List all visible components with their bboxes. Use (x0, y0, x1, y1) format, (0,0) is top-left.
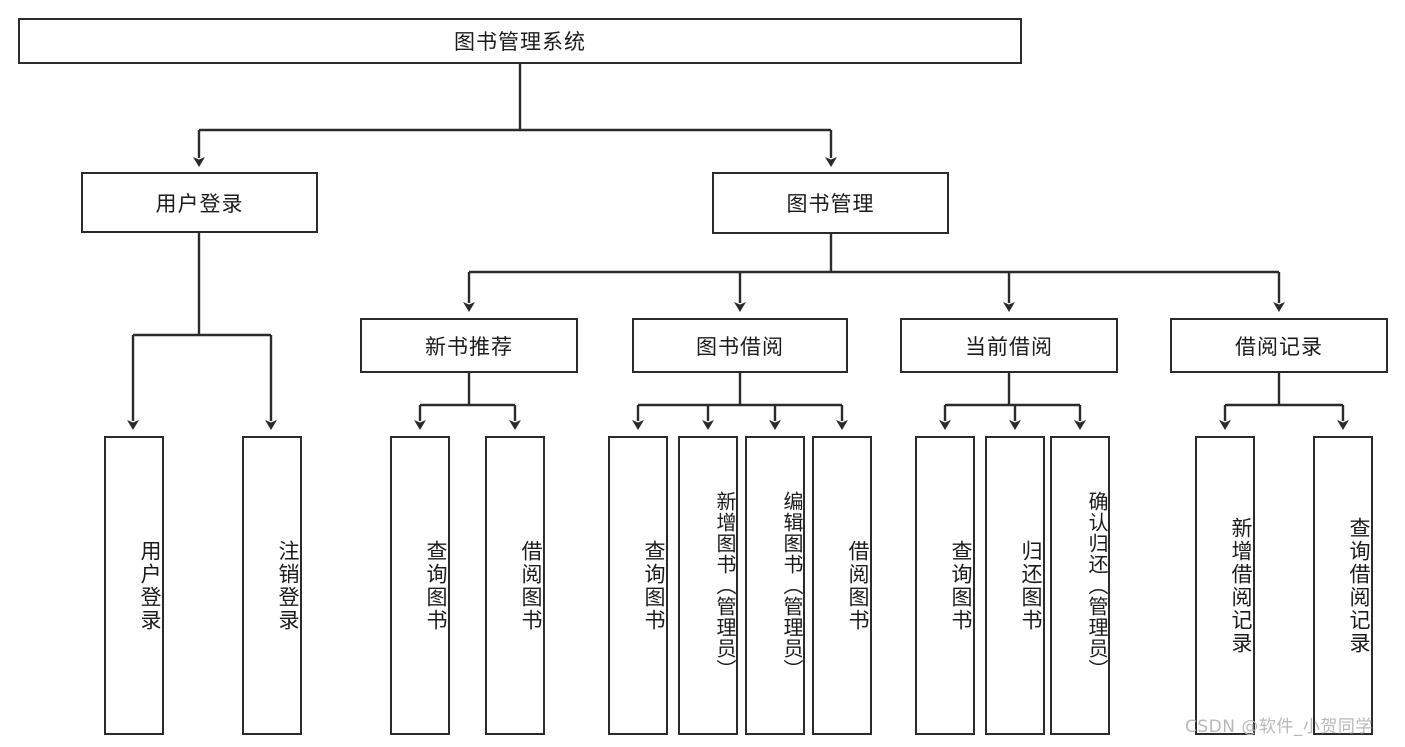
node-user-login[interactable]: 用户登录 (81, 172, 318, 233)
node-current-borrow[interactable]: 当前借阅 (900, 318, 1118, 373)
node-borrow-record[interactable]: 借阅记录 (1170, 318, 1388, 373)
leaf-edit-book-admin[interactable]: 编辑图书（管理员） (745, 436, 805, 735)
leaf-add-borrow-record[interactable]: 新增借阅记录 (1195, 436, 1255, 735)
leaf-add-book-admin[interactable]: 新增图书（管理员） (678, 436, 738, 735)
node-book-borrow[interactable]: 图书借阅 (632, 318, 848, 373)
node-new-book-recommend[interactable]: 新书推荐 (360, 318, 578, 373)
node-book-management[interactable]: 图书管理 (712, 172, 949, 234)
leaf-query-book-current[interactable]: 查询图书 (915, 436, 975, 735)
leaf-user-login[interactable]: 用户登录 (104, 436, 164, 735)
leaf-query-book-recommend[interactable]: 查询图书 (390, 436, 450, 735)
leaf-borrow-book[interactable]: 借阅图书 (812, 436, 872, 735)
leaf-query-borrow-record[interactable]: 查询借阅记录 (1313, 436, 1373, 735)
leaf-logout-login[interactable]: 注销登录 (242, 436, 302, 735)
leaf-query-book-borrow[interactable]: 查询图书 (608, 436, 668, 735)
leaf-return-book[interactable]: 归还图书 (985, 436, 1045, 735)
leaf-borrow-book-recommend[interactable]: 借阅图书 (485, 436, 545, 735)
csdn-watermark: CSDN @软件_小贺同学 (1185, 717, 1373, 737)
node-root-system[interactable]: 图书管理系统 (18, 18, 1022, 64)
leaf-confirm-return-admin[interactable]: 确认归还（管理员） (1050, 436, 1110, 735)
